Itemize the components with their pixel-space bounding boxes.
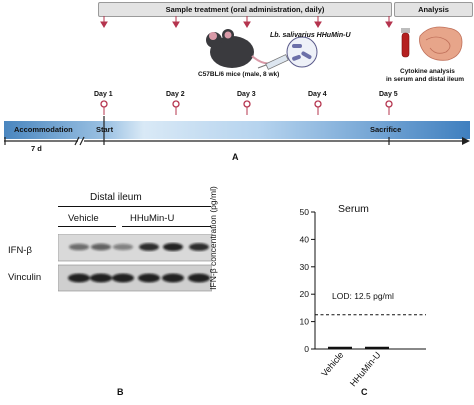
bacteria-icon [286, 36, 318, 68]
panel-c-label: C [361, 387, 368, 397]
cytokine-label-1: Cytokine analysis [400, 68, 455, 75]
day-3-label: Day 3 [237, 91, 256, 98]
vinculin-band [68, 273, 90, 283]
panel-a-label: A [232, 152, 239, 162]
vinculin-band [162, 273, 184, 283]
y-tick-label: 20 [300, 289, 310, 299]
mice-label: C57BL/6 mice (male, 8 wk) [198, 71, 280, 78]
vinculin-band [138, 273, 160, 283]
day-5-label: Day 5 [379, 91, 398, 98]
day-1-label: Day 1 [94, 91, 113, 98]
vinculin-band [90, 273, 112, 283]
ifn-band [69, 243, 89, 251]
sample-treatment-header: Sample treatment (oral administration, d… [98, 2, 392, 17]
panel-c-serum-chart: Serum IFN-β concentration (pg/ml) 0 10 20 3… [208, 186, 474, 405]
dosing-arrows [100, 16, 393, 28]
start-label: Start [96, 125, 114, 134]
tissue-underline [58, 206, 211, 207]
day-4-label: Day 4 [308, 91, 327, 98]
ifn-row-label: IFN-β [8, 245, 32, 256]
y-axis-label: IFN-β concentration (pg/ml) [208, 186, 218, 290]
syringe-icon [257, 54, 289, 70]
chart-title: Serum [338, 203, 369, 215]
strain-label: Lb. salivarius HHuMin-U [270, 32, 351, 39]
group-hhumin-label: HHuMin-U [130, 213, 175, 224]
mouse-icon [204, 29, 283, 68]
intestine-icon [419, 26, 463, 61]
chart-axes [314, 212, 426, 350]
lod-label: LOD: 12.5 pg/ml [332, 291, 394, 301]
panel-b-western-blot: Distal ileum Vehicle HHuMin-U IFN-β Vinc… [0, 190, 240, 405]
analysis-header: Analysis [394, 2, 473, 17]
vehicle-underline [58, 226, 116, 227]
ifn-band [91, 243, 111, 251]
ifn-band [189, 243, 209, 251]
x-tick-label: HHuMin-U [348, 350, 383, 389]
timeline-graphic [4, 16, 470, 146]
day-markers [100, 100, 393, 115]
group-vehicle-label: Vehicle [68, 213, 99, 224]
y-tick-label: 50 [300, 207, 310, 217]
vinculin-band [112, 273, 134, 283]
ifn-band [163, 243, 183, 251]
x-tick-label: Vehicle [319, 350, 345, 379]
y-tick-label: 0 [304, 344, 309, 354]
vinculin-row-label: Vinculin [8, 272, 42, 283]
blood-tube-icon [401, 28, 410, 58]
panel-a-timeline: Sample treatment (oral administration, d… [0, 0, 474, 170]
vinculin-band [188, 273, 210, 283]
y-ticks: 0 10 20 30 40 50 [300, 207, 315, 354]
blot-image [58, 234, 212, 292]
hhumin-underline [122, 226, 211, 227]
ifn-band [113, 243, 133, 251]
tissue-label: Distal ileum [90, 192, 142, 203]
timeline-bar [4, 121, 470, 139]
timeline-axis [4, 116, 470, 146]
cytokine-label-2: in serum and distal ileum [386, 76, 465, 83]
y-tick-label: 10 [300, 317, 310, 327]
y-tick-label: 40 [300, 234, 310, 244]
panel-b-label: B [117, 387, 124, 397]
sacrifice-label: Sacrifice [370, 125, 402, 134]
accommodation-duration: 7 d [31, 144, 42, 153]
y-tick-label: 30 [300, 262, 310, 272]
ifn-band [139, 243, 159, 251]
day-2-label: Day 2 [166, 91, 185, 98]
accommodation-label: Accommodation [14, 125, 73, 134]
